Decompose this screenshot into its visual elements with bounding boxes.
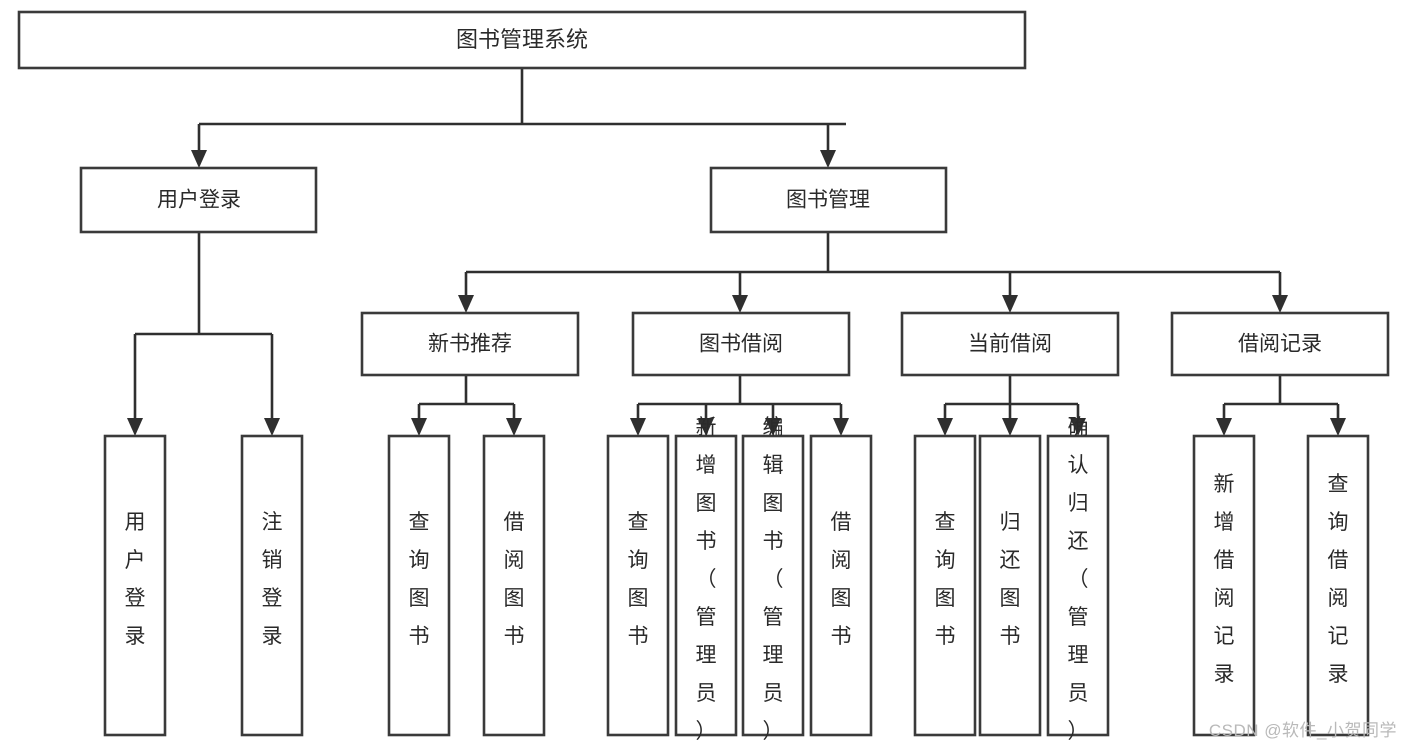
leaf-record-1[interactable]: 新增借阅记录 — [1192, 434, 1256, 737]
leaf-current-3[interactable]: 确认归还（管理员） — [1046, 416, 1110, 743]
arrowhead-borrow-l4 — [833, 418, 849, 436]
node-current-borrow-label: 当前借阅 — [968, 333, 1052, 356]
leaf-borrow-2-box[interactable] — [674, 434, 738, 737]
node-current-borrow-box[interactable] — [900, 311, 1120, 377]
arrowhead-book-c3 — [1002, 295, 1018, 313]
node-book-borrow[interactable]: 图书借阅 — [631, 311, 851, 377]
node-book-mgmt-box[interactable] — [709, 166, 948, 234]
leaf-new-book-2[interactable]: 借阅图书 — [482, 434, 546, 737]
leaf-user-login-2-box[interactable] — [240, 434, 304, 737]
leaf-borrow-1-box[interactable] — [606, 434, 670, 737]
leaf-user-login-2[interactable]: 注销登录 — [240, 434, 304, 737]
leaf-user-login-1-label: 用户登录 — [125, 511, 146, 648]
leaf-borrow-1[interactable]: 查询图书 — [606, 434, 670, 737]
arrowhead-book-c2 — [732, 295, 748, 313]
leaf-borrow-3-box[interactable] — [741, 434, 805, 737]
arrowhead-newbook-l1 — [411, 418, 427, 436]
leaf-borrow-4-box[interactable] — [809, 434, 873, 737]
arrowhead-current-l3 — [1070, 418, 1086, 436]
arrowhead-user-leaf1 — [127, 418, 143, 436]
leaf-new-book-2-box[interactable] — [482, 434, 546, 737]
node-book-borrow-label: 图书借阅 — [699, 333, 783, 356]
leaf-new-book-2-label: 借阅图书 — [504, 511, 525, 648]
leaf-record-2-label: 查询借阅记录 — [1328, 473, 1349, 686]
node-root-box[interactable] — [17, 10, 1027, 70]
leaf-new-book-1-box[interactable] — [387, 434, 451, 737]
arrowhead-current-l2 — [1002, 418, 1018, 436]
node-book-borrow-box[interactable] — [631, 311, 851, 377]
node-root-label: 图书管理系统 — [456, 27, 588, 52]
leaf-borrow-2[interactable]: 新增图书（管理员） — [674, 416, 738, 743]
leaf-current-2[interactable]: 归还图书 — [978, 434, 1042, 737]
leaf-user-login-1[interactable]: 用户登录 — [103, 434, 167, 737]
leaf-new-book-1-label: 查询图书 — [409, 511, 430, 648]
arrowhead-borrow-l2 — [698, 418, 714, 436]
arrowhead-user-leaf2 — [264, 418, 280, 436]
leaf-new-book-1[interactable]: 查询图书 — [387, 434, 451, 737]
connector-layer — [127, 68, 1346, 436]
arrowhead-book-c1 — [458, 295, 474, 313]
node-user-login-label: 用户登录 — [157, 189, 241, 212]
node-borrow-record-box[interactable] — [1170, 311, 1390, 377]
arrowhead-root-to-book — [820, 150, 836, 168]
node-book-mgmt[interactable]: 图书管理 — [709, 166, 948, 234]
leaf-record-1-label: 新增借阅记录 — [1214, 473, 1235, 686]
arrowhead-current-l1 — [937, 418, 953, 436]
leaf-current-1-box[interactable] — [913, 434, 977, 737]
arrowhead-borrow-l3 — [765, 418, 781, 436]
leaf-current-3-box[interactable] — [1046, 434, 1110, 737]
leaf-record-2-box[interactable] — [1306, 434, 1370, 737]
node-user-login[interactable]: 用户登录 — [79, 166, 318, 234]
leaf-current-1-label: 查询图书 — [935, 511, 956, 648]
node-root[interactable]: 图书管理系统 — [17, 10, 1027, 70]
leaf-current-2-box[interactable] — [978, 434, 1042, 737]
node-borrow-record-label: 借阅记录 — [1238, 333, 1322, 356]
leaf-borrow-4-label: 借阅图书 — [831, 511, 852, 648]
arrowhead-book-c4 — [1272, 295, 1288, 313]
leaf-user-login-2-label: 注销登录 — [262, 511, 283, 648]
node-user-login-box[interactable] — [79, 166, 318, 234]
arrowhead-borrow-l1 — [630, 418, 646, 436]
leaf-borrow-2-label: 新增图书（管理员） — [696, 416, 717, 743]
node-borrow-record[interactable]: 借阅记录 — [1170, 311, 1390, 377]
leaf-user-login-1-box[interactable] — [103, 434, 167, 737]
arrowhead-record-l2 — [1330, 418, 1346, 436]
leaf-borrow-1-label: 查询图书 — [628, 511, 649, 648]
leaf-current-2-label: 归还图书 — [1000, 511, 1021, 648]
node-book-mgmt-label: 图书管理 — [786, 189, 870, 212]
arrowhead-newbook-l2 — [506, 418, 522, 436]
node-new-book-rec[interactable]: 新书推荐 — [360, 311, 580, 377]
leaf-borrow-3[interactable]: 编辑图书（管理员） — [741, 416, 805, 743]
arrowhead-record-l1 — [1216, 418, 1232, 436]
leaf-borrow-4[interactable]: 借阅图书 — [809, 434, 873, 737]
leaf-current-3-label: 确认归还（管理员） — [1068, 416, 1089, 743]
node-new-book-rec-box[interactable] — [360, 311, 580, 377]
node-current-borrow[interactable]: 当前借阅 — [900, 311, 1120, 377]
arrowhead-root-to-user — [191, 150, 207, 168]
leaf-borrow-3-label: 编辑图书（管理员） — [763, 416, 784, 743]
leaf-record-2[interactable]: 查询借阅记录 — [1306, 434, 1370, 737]
leaf-current-1[interactable]: 查询图书 — [913, 434, 977, 737]
node-new-book-rec-label: 新书推荐 — [428, 333, 512, 356]
leaf-record-1-box[interactable] — [1192, 434, 1256, 737]
